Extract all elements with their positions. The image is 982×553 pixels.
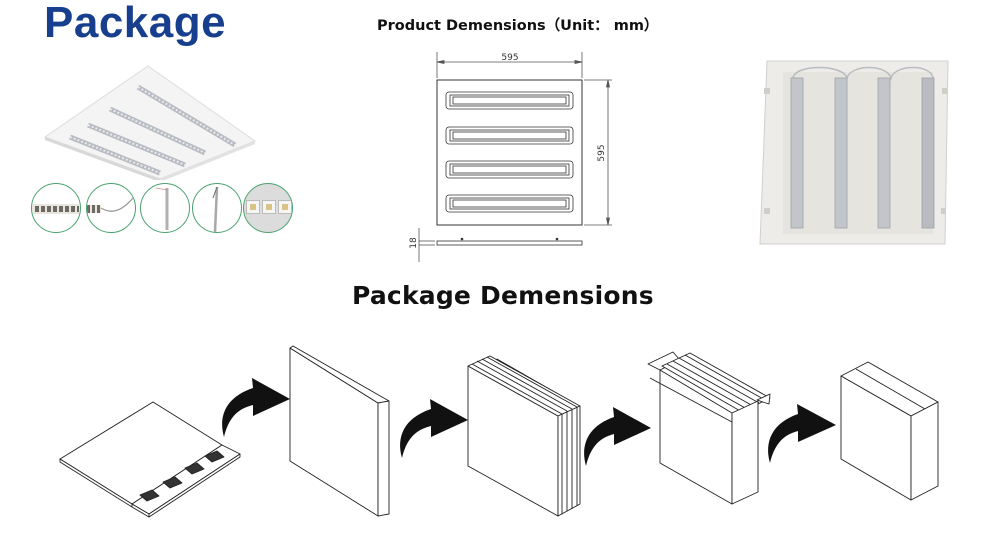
sealed-carton bbox=[840, 361, 939, 501]
height-dimension bbox=[584, 79, 612, 226]
packaging-steps bbox=[59, 345, 939, 518]
step-arrows bbox=[222, 378, 836, 466]
page-title: Package bbox=[44, 0, 227, 47]
curved-arrow-icon bbox=[584, 407, 651, 466]
edge-profile-detail bbox=[192, 183, 242, 233]
curved-arrow-icon bbox=[222, 378, 290, 437]
led-slot bbox=[445, 91, 574, 110]
panel-outline bbox=[436, 79, 583, 226]
led-board bbox=[790, 77, 804, 229]
led-boards bbox=[790, 77, 935, 229]
panel-back-view-photo bbox=[759, 60, 949, 245]
side-view bbox=[436, 240, 583, 246]
led-strip-detail bbox=[31, 183, 81, 233]
panels-in-open-carton bbox=[647, 351, 771, 505]
panel-with-foam-protectors bbox=[59, 401, 241, 518]
foam-corners bbox=[139, 450, 225, 502]
wrapped-single-panel bbox=[289, 345, 390, 517]
curved-arrow-icon bbox=[768, 404, 836, 463]
side-profile-detail bbox=[140, 183, 190, 233]
width-dimension bbox=[436, 52, 583, 78]
led-slot bbox=[445, 160, 574, 179]
width-label: 595 bbox=[501, 53, 518, 63]
led-slot bbox=[445, 126, 574, 145]
led-strips bbox=[69, 84, 237, 176]
technical-drawing: 595 595 18 bbox=[409, 52, 612, 262]
led-strip bbox=[136, 84, 237, 148]
led-strip bbox=[108, 106, 207, 156]
height-label: 595 bbox=[597, 144, 607, 161]
led-board bbox=[921, 77, 935, 229]
led-slot bbox=[445, 194, 574, 213]
led-panel-light-photo bbox=[43, 65, 257, 180]
led-strip bbox=[69, 134, 161, 176]
stacked-panels bbox=[467, 355, 581, 517]
led-strip bbox=[87, 122, 186, 168]
led-board bbox=[834, 77, 848, 229]
led-chip-closeup bbox=[243, 183, 293, 233]
product-dimensions-title: Product Demensions（Unit： mm） bbox=[377, 18, 659, 34]
thickness-label: 18 bbox=[409, 237, 419, 249]
curved-arrow-icon bbox=[400, 399, 468, 458]
led-slots bbox=[445, 91, 574, 213]
package-dimensions-title: Package Demensions bbox=[352, 281, 654, 310]
cable-connector-detail bbox=[86, 183, 136, 233]
led-board bbox=[877, 77, 891, 229]
